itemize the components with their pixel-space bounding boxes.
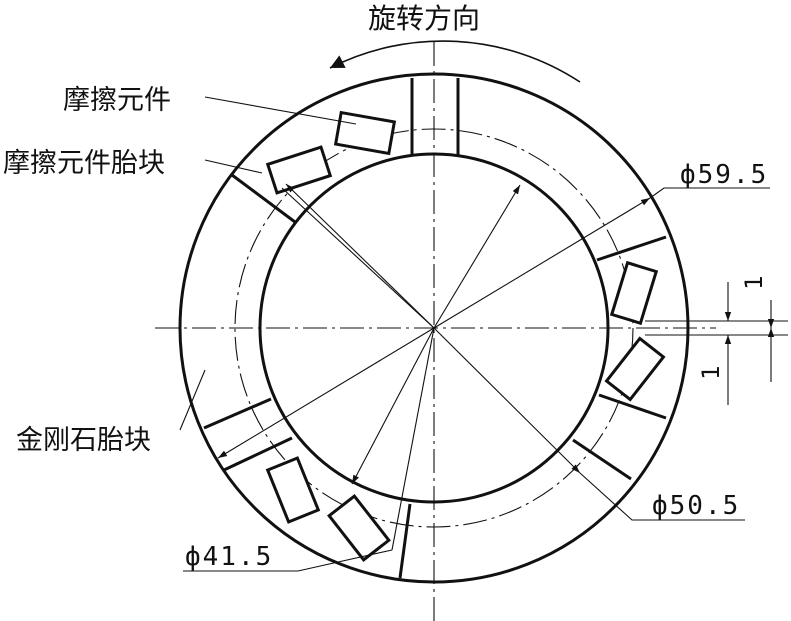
- rotation-arrow: [329, 40, 581, 83]
- friction-element-label: 摩擦元件: [63, 85, 171, 116]
- diameter-outer-label: ф59.5: [680, 160, 768, 190]
- leader-lines: [179, 96, 770, 572]
- rotation-direction-label: 旋转方向: [368, 2, 480, 35]
- friction-element-block: [333, 110, 397, 156]
- friction-element-block: [604, 336, 666, 402]
- pitch-circle: [234, 128, 634, 528]
- diameter-lines: [217, 183, 651, 551]
- friction-element-block: [327, 493, 391, 563]
- offset-top-label: 1: [740, 274, 768, 290]
- friction-element-block: [265, 145, 333, 195]
- offset-dimension: [645, 282, 788, 405]
- friction-element-block: [265, 456, 321, 524]
- diameter-mid-label: ф50.5: [652, 491, 740, 521]
- outer-ring: [178, 72, 690, 584]
- diamond-segment-label: 金刚石胎块: [16, 425, 151, 456]
- friction-element-block: [609, 260, 659, 326]
- segment-slots: [203, 78, 667, 579]
- inner-ring: [258, 152, 610, 504]
- friction-element-blocks: [265, 110, 666, 563]
- center-lines: [155, 42, 716, 621]
- friction-element-segment-label: 摩擦元件胎块: [3, 148, 165, 179]
- diameter-inner-label: ф41.5: [185, 542, 273, 572]
- offset-bottom-label: 1: [697, 364, 725, 380]
